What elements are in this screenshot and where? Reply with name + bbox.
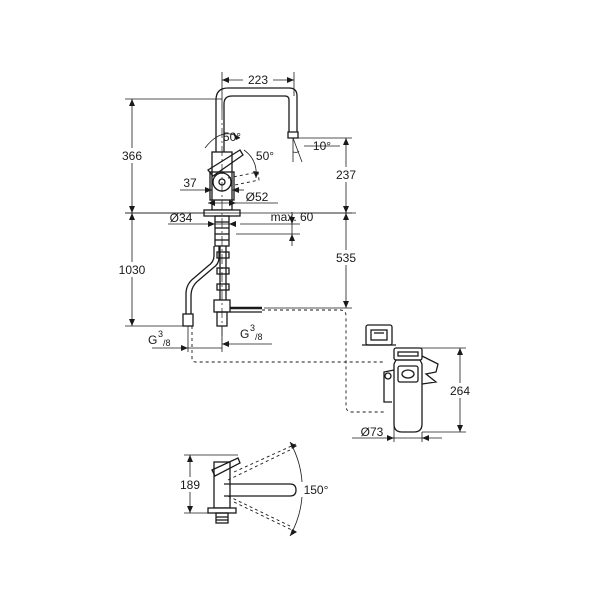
thread-left-g: G (148, 333, 157, 347)
swivel-range-lower (227, 495, 291, 527)
dim-dia-73-label: Ø73 (361, 425, 384, 439)
thread-left-sup: 3 (158, 329, 163, 339)
dim-thread-right: G 3 /8 (221, 323, 272, 352)
faucet-swivel-view (207, 443, 297, 533)
dim-angle-50-upper: 50° (204, 130, 241, 149)
spout-outlet (287, 131, 299, 139)
dim-angle-50-lower: 50° (243, 149, 274, 179)
dim-angle-10: 10° (292, 137, 340, 163)
dim-10-label: 10° (313, 139, 331, 153)
supply-hose-left-2 (190, 246, 220, 314)
dim-37-label: 37 (183, 176, 197, 190)
faucet-side-view (182, 87, 299, 327)
thread-right-sub: /8 (255, 332, 263, 342)
dim-thread-left: G 3 /8 (148, 326, 222, 352)
dim-max-60: max. 60 (236, 210, 314, 246)
dim-dia-73: Ø73 (352, 424, 442, 442)
hose-return (191, 326, 384, 363)
dim-223-label: 223 (248, 73, 268, 87)
swivel-shank (215, 512, 229, 524)
dim-264-label: 264 (450, 384, 470, 398)
dim-189-label: 189 (180, 478, 200, 492)
water-filter (383, 347, 439, 433)
lever-handle (207, 149, 244, 177)
dim-189: 189 (174, 454, 238, 514)
dim-264: 264 (410, 347, 477, 433)
swivel-lever (211, 457, 241, 477)
dim-535: 535 (264, 213, 363, 309)
swivel-plate (207, 507, 237, 514)
thread-right-g: G (240, 327, 249, 341)
dim-237-label: 237 (336, 168, 356, 182)
dim-366: 366 (115, 98, 222, 214)
hose-to-filter (262, 309, 384, 413)
thread-right-sup: 3 (250, 323, 255, 333)
filter-inlet-arm (383, 369, 395, 403)
swivel-spout (224, 483, 297, 497)
dim-max-60-label: max. 60 (271, 210, 314, 224)
dim-150-label: 150° (304, 483, 329, 497)
dim-150: 150° (289, 441, 334, 537)
dim-dia-52-label: Ø52 (246, 190, 269, 204)
dim-50-upper-label: 50° (223, 130, 241, 144)
dim-1030-label: 1030 (119, 263, 146, 277)
dim-1030: 1030 (112, 213, 190, 327)
dim-50-lower-label: 50° (256, 149, 274, 163)
filter-bracket (421, 355, 439, 385)
dim-366-label: 366 (122, 149, 142, 163)
dim-dia-34-label: Ø34 (170, 211, 193, 225)
mounting-shank (214, 215, 230, 247)
dim-dia-52: Ø52 (208, 190, 278, 206)
thread-left-sub: /8 (163, 338, 171, 348)
dim-223: 223 (221, 72, 295, 110)
filter-indicator (362, 324, 396, 346)
dim-dia-34: Ø34 (168, 211, 236, 227)
dim-535-label: 535 (336, 251, 356, 265)
spout-tube-inner (223, 95, 290, 152)
supply-hose-left (185, 246, 215, 314)
dim-37: 37 (180, 176, 244, 193)
spout-tube (215, 87, 298, 152)
dim-237: 237 (290, 137, 363, 214)
fitting-left (182, 313, 194, 327)
